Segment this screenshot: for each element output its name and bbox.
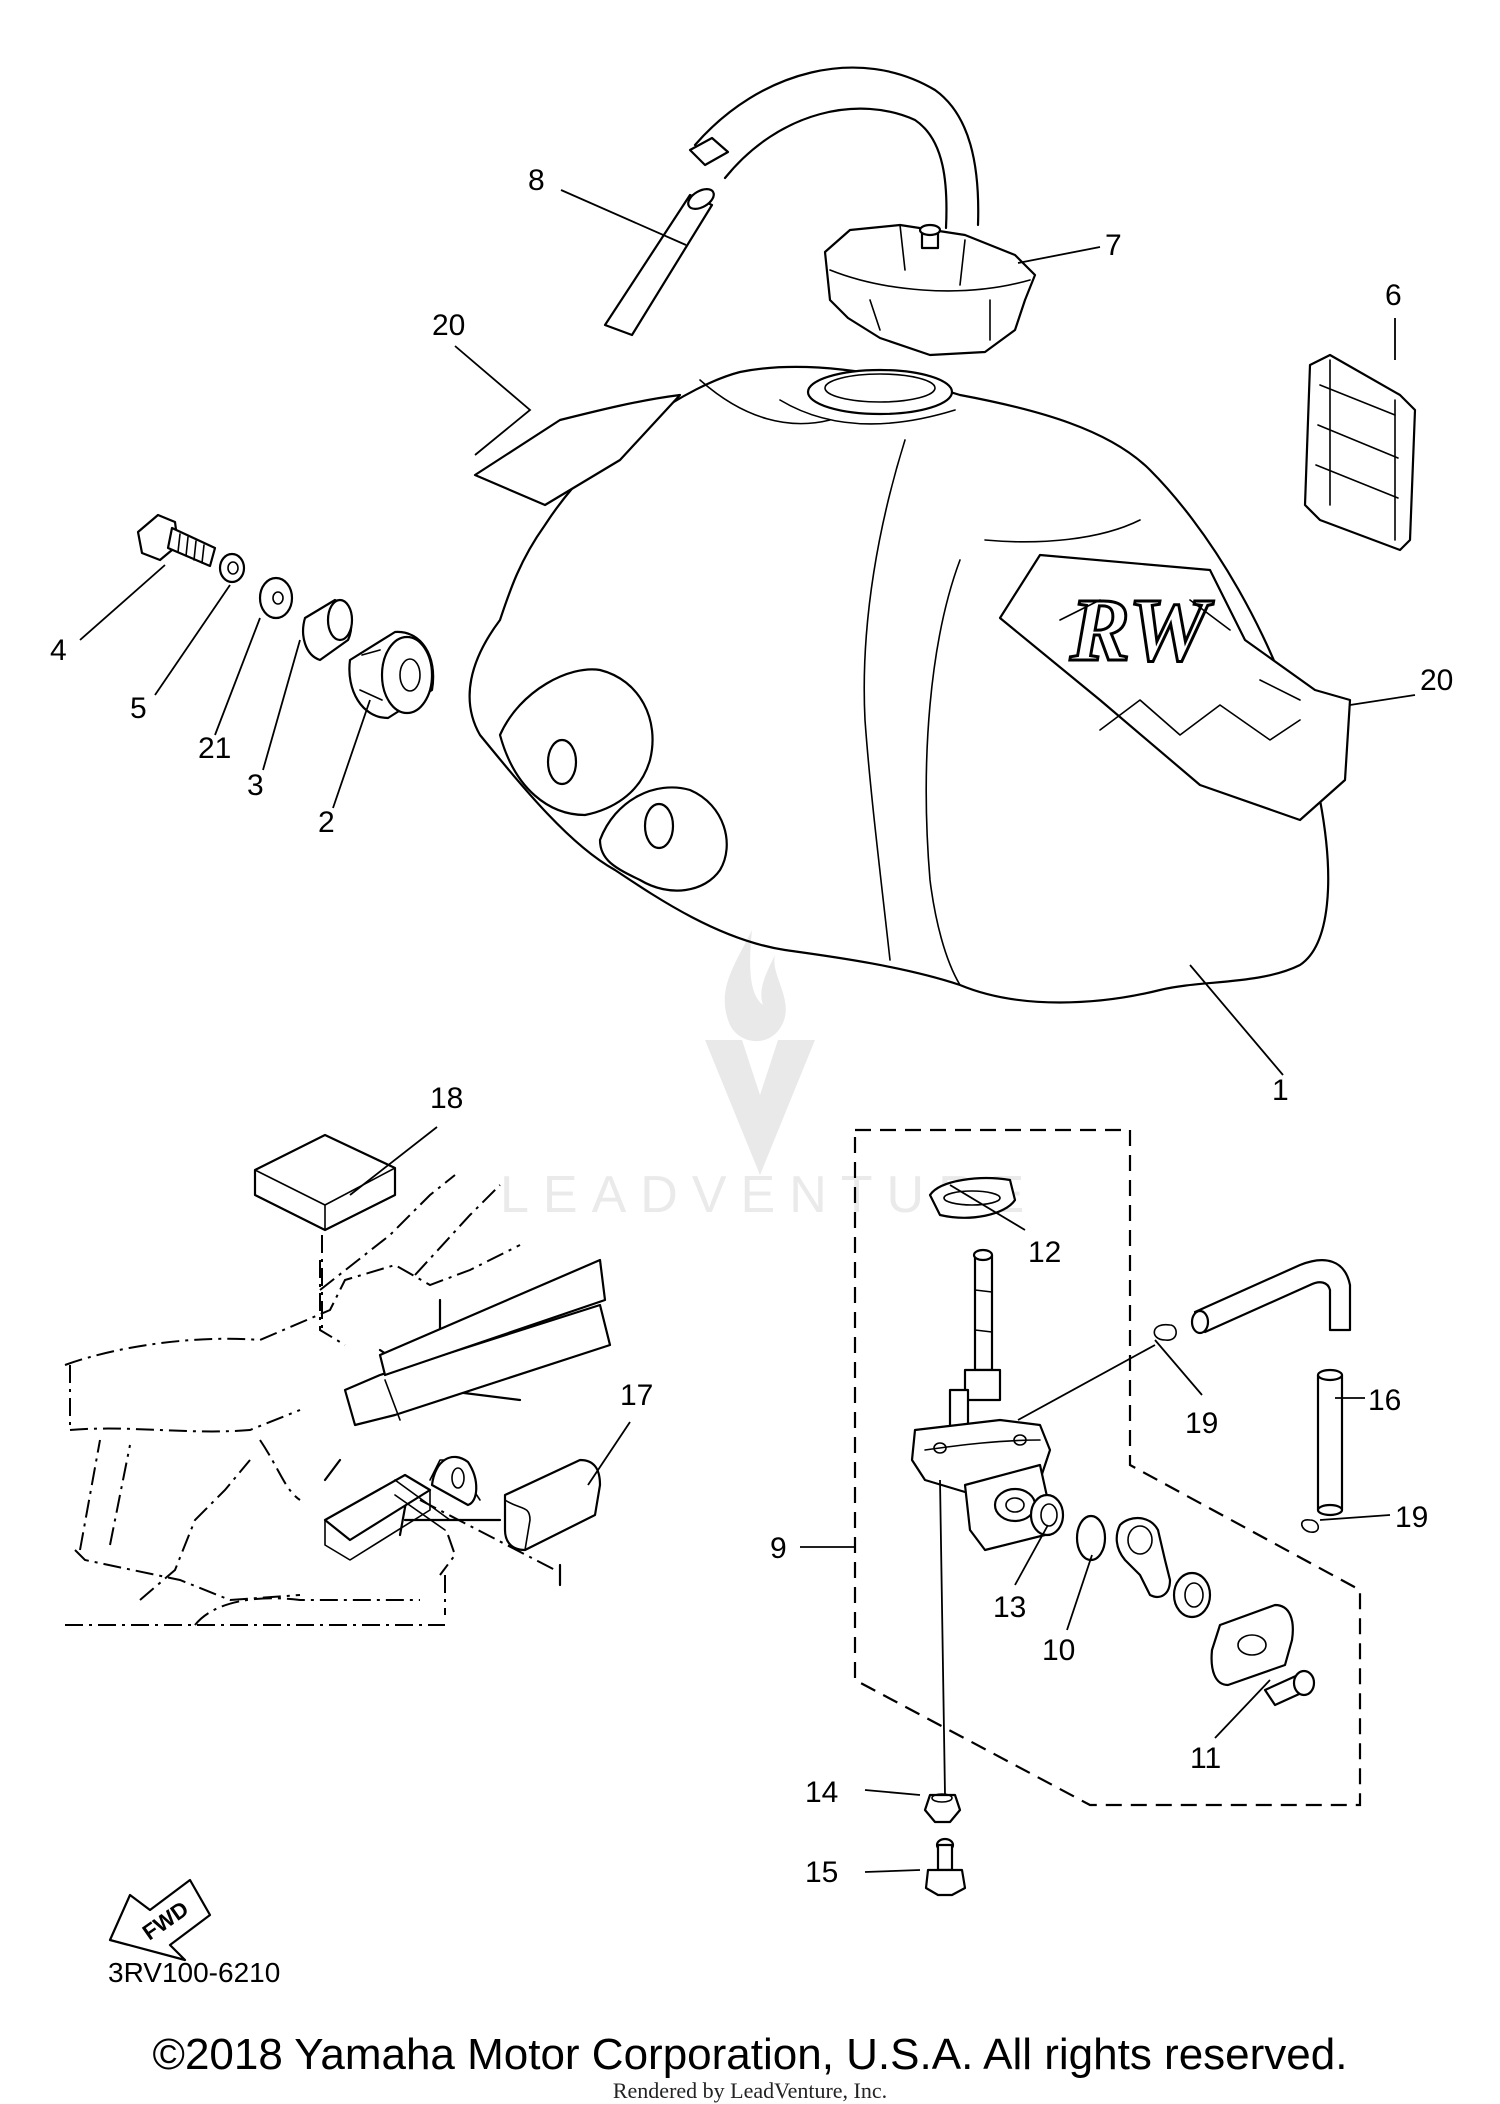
callout-1: 1 [1272,1074,1289,1107]
breather-hoses [603,66,980,337]
diagram-part-code: 3RV100-6210 [108,1957,281,1988]
decal-logo-mark: RW [1069,581,1214,680]
fuel-cock-internals [1029,1493,1316,1707]
forward-direction-arrow: FWD [108,1878,212,1962]
callout-21: 21 [198,732,231,765]
callout-6: 6 [1385,279,1402,312]
callout-19-upper: 19 [1185,1407,1218,1440]
callout-numbers: 8 7 6 20 20 1 4 5 21 3 2 18 17 12 19 16 … [50,164,1453,1889]
fuel-cock [910,1248,1052,1552]
callout-13: 13 [993,1591,1026,1624]
callout-16: 16 [1368,1384,1401,1417]
decal-bracket [1303,353,1417,552]
callout-20-left: 20 [432,309,465,342]
hose-clips [1153,1323,1320,1533]
callout-20-right: 20 [1420,664,1453,697]
drain-hardware [923,1793,967,1897]
callout-9: 9 [770,1532,787,1565]
callout-14: 14 [805,1776,838,1809]
callout-11: 11 [1190,1742,1221,1775]
mount-hardware [136,513,435,720]
copyright-notice: ©2018 Yamaha Motor Corporation, U.S.A. A… [152,2030,1348,2079]
fuel-tank: RW [468,365,1352,1004]
leader-lines [79,189,1416,1873]
fuel-cap [823,223,1037,357]
callout-7: 7 [1105,229,1122,262]
callout-15: 15 [805,1856,838,1889]
fuel-hose [1190,1259,1352,1517]
callout-8: 8 [528,164,545,197]
callout-12: 12 [1028,1236,1061,1269]
callout-2: 2 [318,806,335,839]
fuel-cock-assembly-boundary [853,1128,1362,1807]
callout-4: 4 [50,634,67,667]
callout-17: 17 [620,1379,653,1412]
callout-18: 18 [430,1082,463,1115]
frame-section [64,1133,612,1626]
callout-10: 10 [1042,1634,1075,1667]
callout-19-lower: 19 [1395,1501,1428,1534]
rendered-by-note: Rendered by LeadVenture, Inc. [612,2078,888,2103]
callout-5: 5 [130,692,147,725]
callout-3: 3 [247,769,264,802]
